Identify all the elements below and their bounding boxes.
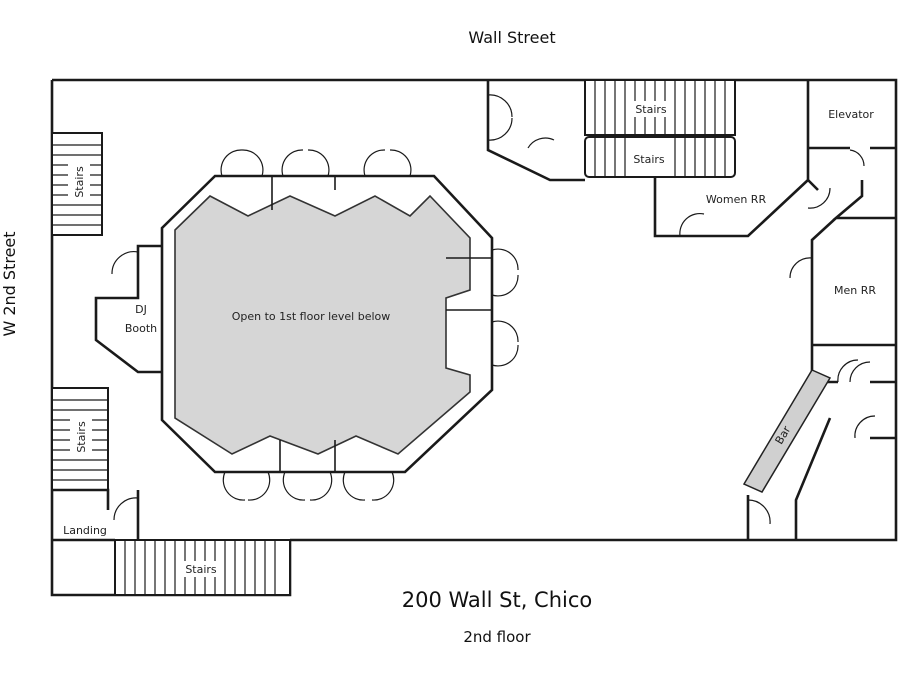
elevator-label: Elevator (828, 108, 874, 121)
landing-label: Landing (63, 524, 107, 537)
stairs-left-lower-label: Stairs (75, 421, 88, 453)
atrium-partitions (271, 176, 492, 472)
bar-area-wall (746, 417, 896, 540)
men-rr-label: Men RR (834, 284, 876, 297)
floor-label: 2nd floor (463, 628, 531, 646)
stairwell-door-1 (487, 94, 513, 141)
stairs-left-upper-label: Stairs (73, 166, 86, 198)
stairs-bottom-label: Stairs (185, 563, 217, 576)
atrium-wall (160, 174, 494, 474)
bar-door-3 (747, 499, 771, 525)
open-area (174, 194, 471, 455)
west-street-label: W 2nd Street (0, 231, 19, 336)
address-label: 200 Wall St, Chico (402, 588, 593, 612)
stairwell-wall (486, 80, 810, 238)
women-rr-label: Women RR (706, 193, 767, 206)
dj-booth-label-1: DJ (135, 303, 147, 316)
elevator-wall (807, 146, 896, 384)
bar-door-2 (854, 415, 876, 439)
open-area-label: Open to 1st floor level below (232, 310, 391, 323)
elevator-door (849, 149, 865, 167)
corridor-door (807, 187, 831, 209)
dj-booth-door (111, 251, 139, 275)
dj-booth-wall (94, 244, 162, 374)
stairs-top-upper-label: Stairs (635, 103, 667, 116)
landing-door (113, 497, 139, 521)
north-street-label: Wall Street (468, 28, 555, 47)
men-rr-door (789, 257, 813, 279)
stairs-top-lower-treads (594, 137, 726, 177)
bar-counter (742, 369, 832, 493)
stairs-left-lower (51, 387, 109, 491)
dj-booth-label-2: Booth (125, 322, 157, 335)
atrium-doors (220, 149, 519, 501)
bar-door-1 (837, 359, 871, 383)
stairs-top-upper-treads (594, 80, 726, 135)
landing-wall (52, 488, 140, 540)
stairs-top-lower-label: Stairs (633, 153, 665, 166)
stairwell-door-2 (527, 137, 555, 149)
women-rr-door (679, 212, 705, 237)
